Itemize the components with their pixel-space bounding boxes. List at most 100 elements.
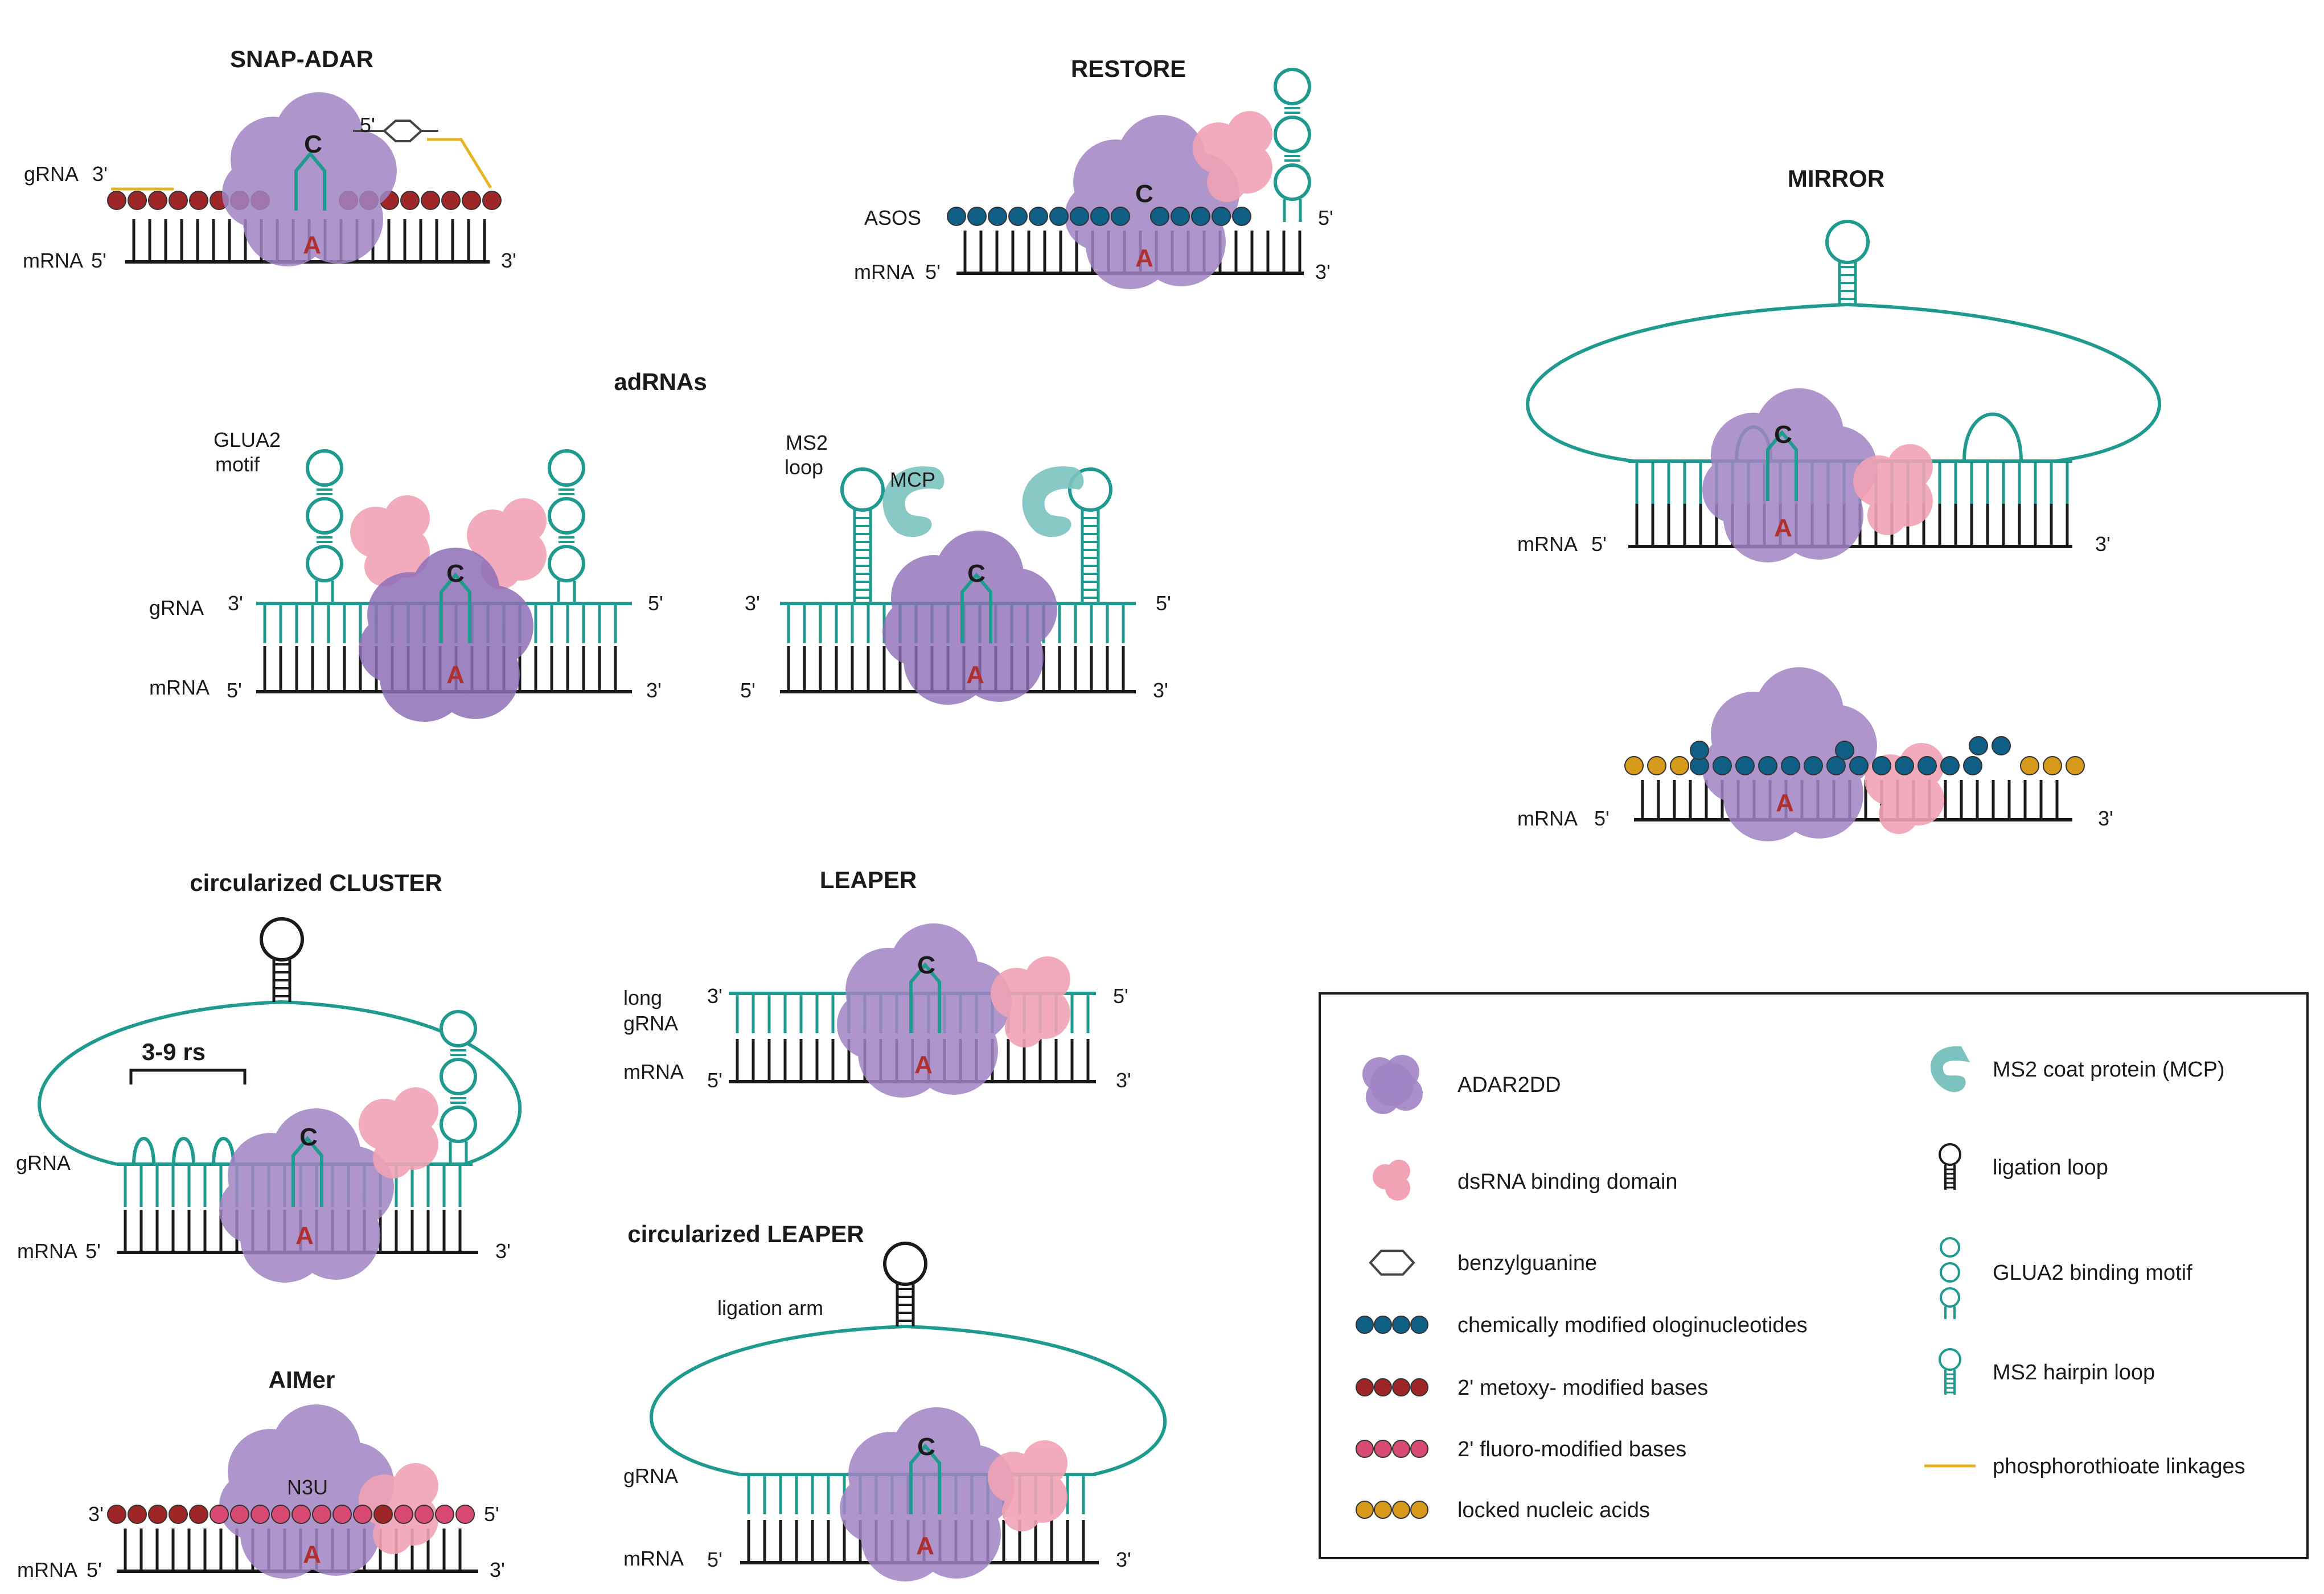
bead xyxy=(271,1505,290,1524)
bead xyxy=(1735,756,1755,775)
bead xyxy=(107,1505,126,1524)
bead xyxy=(251,1505,270,1524)
label-n3u: N3U xyxy=(287,1476,328,1499)
base-a: A xyxy=(303,1540,321,1568)
legend-label: locked nucleic acids xyxy=(1457,1498,1650,1522)
loop xyxy=(440,1058,477,1095)
panel-snap-adar: SNAP-ADAR C A gRNA 3' mRNA 5' 3' 5' xyxy=(23,46,516,272)
label-mrna: mRNA xyxy=(17,1558,77,1581)
bead xyxy=(1670,756,1689,775)
legend-item: phosphorothioate linkages xyxy=(1924,1455,2245,1478)
adar-icon xyxy=(1362,1055,1423,1114)
base-a: A xyxy=(1776,789,1794,817)
loop xyxy=(548,545,585,582)
dsrbd-protein xyxy=(991,956,1070,1047)
blue-beads-raised xyxy=(1835,741,1854,760)
mcp-icon xyxy=(1931,1046,1970,1092)
bead xyxy=(1849,756,1869,775)
bead xyxy=(353,1505,372,1524)
panel-leaper: LEAPER C A long gRNA mRNA 3' 5' 5' 3' xyxy=(623,866,1131,1098)
bead xyxy=(1191,207,1210,226)
base-a: A xyxy=(966,661,984,689)
label-3prime: 3' xyxy=(228,591,243,615)
legend-label: benzylguanine xyxy=(1457,1251,1597,1275)
legend-item: GLUA2 binding motif xyxy=(1940,1237,2192,1319)
bead xyxy=(947,207,966,226)
base-a: A xyxy=(916,1532,934,1560)
methoxy-beads-mid xyxy=(373,1505,393,1524)
label-mrna: mRNA xyxy=(854,260,914,284)
title-adrnas: adRNAs xyxy=(614,368,707,395)
bead xyxy=(2066,756,2085,775)
label-3prime: 3' xyxy=(1153,679,1168,702)
legend-item: 2' metoxy- modified bases xyxy=(1356,1376,1708,1400)
legend-item: MS2 hairpin loop xyxy=(1939,1348,2155,1395)
base-a: A xyxy=(1774,514,1792,542)
orange-beads-icon xyxy=(1356,1501,1428,1519)
label-grna: gRNA xyxy=(623,1464,678,1488)
legend-item: dsRNA binding domain xyxy=(1373,1160,1678,1201)
bead xyxy=(1647,756,1666,775)
legend-right-column: MS2 coat protein (MCP)ligation loopGLUA2… xyxy=(1924,1046,2245,1478)
label-mrna: mRNA xyxy=(1517,532,1578,556)
loop xyxy=(440,1010,477,1047)
base-c: C xyxy=(1774,421,1792,449)
legend-label: 2' fluoro-modified bases xyxy=(1457,1437,1686,1461)
label-loop: loop xyxy=(785,455,823,479)
loop xyxy=(1825,220,1870,264)
bead xyxy=(1070,207,1089,226)
label-mrna: mRNA xyxy=(17,1239,77,1263)
circular-guide-rna xyxy=(38,1000,522,1166)
bead xyxy=(400,191,420,210)
glua2-motif xyxy=(440,1010,477,1164)
legend-left-column: ADAR2DD dsRNA binding domain benzylguanine… xyxy=(1356,1055,1808,1522)
loop xyxy=(260,917,304,962)
dsrbd-protein xyxy=(988,1440,1067,1531)
ligation-loop xyxy=(260,917,304,1002)
label-3prime: 3' xyxy=(88,1502,104,1526)
base-c: C xyxy=(917,951,935,979)
blue-beads-right xyxy=(1150,207,1251,226)
base-c: C xyxy=(446,560,465,588)
base-c: C xyxy=(304,130,322,158)
blue-beads-raised xyxy=(1969,736,2011,755)
panel-circularized-cluster: circularized CLUSTER 3-9 rs C A gRNA mRN… xyxy=(16,869,522,1283)
methoxy-beads-left xyxy=(107,1505,208,1524)
bead xyxy=(1940,756,1960,775)
base-a: A xyxy=(914,1051,933,1079)
label-5prime: 5' xyxy=(1591,532,1607,556)
bead xyxy=(1804,756,1823,775)
legend-label: ADAR2DD xyxy=(1457,1073,1561,1097)
title-circularized-leaper: circularized LEAPER xyxy=(627,1221,864,1247)
legend-item: locked nucleic acids xyxy=(1356,1498,1650,1522)
label-5prime: 5' xyxy=(484,1502,499,1526)
bead xyxy=(1992,736,2011,755)
legend-item: ADAR2DD xyxy=(1362,1055,1561,1114)
label-5prime: 5' xyxy=(85,1239,101,1263)
label-ms2: MS2 xyxy=(786,431,828,454)
label-5prime: 5' xyxy=(227,679,242,702)
bead xyxy=(1781,756,1800,775)
glua2-motif xyxy=(306,449,343,603)
blue-beads-left xyxy=(947,207,1130,226)
label-3prime: 3' xyxy=(92,162,108,186)
label-motif: motif xyxy=(215,453,260,476)
bead xyxy=(1872,756,1891,775)
bead xyxy=(1150,207,1169,226)
bead xyxy=(482,191,502,210)
bead xyxy=(189,1505,208,1524)
bead xyxy=(394,1505,413,1524)
bracket xyxy=(129,1069,247,1084)
bead xyxy=(148,1505,167,1524)
bead xyxy=(1835,741,1854,760)
legend-label: chemically modified ologinucleotides xyxy=(1457,1313,1808,1337)
bead xyxy=(435,1505,454,1524)
dsrbd-icon xyxy=(1373,1160,1410,1201)
pink-beads-icon xyxy=(1356,1440,1428,1458)
bead xyxy=(1917,756,1937,775)
label-mrna: mRNA xyxy=(1517,807,1578,830)
bead xyxy=(1713,756,1732,775)
label-5prime: 5' xyxy=(1318,206,1333,229)
label-mcp: MCP xyxy=(890,468,935,491)
bead xyxy=(455,1505,475,1524)
